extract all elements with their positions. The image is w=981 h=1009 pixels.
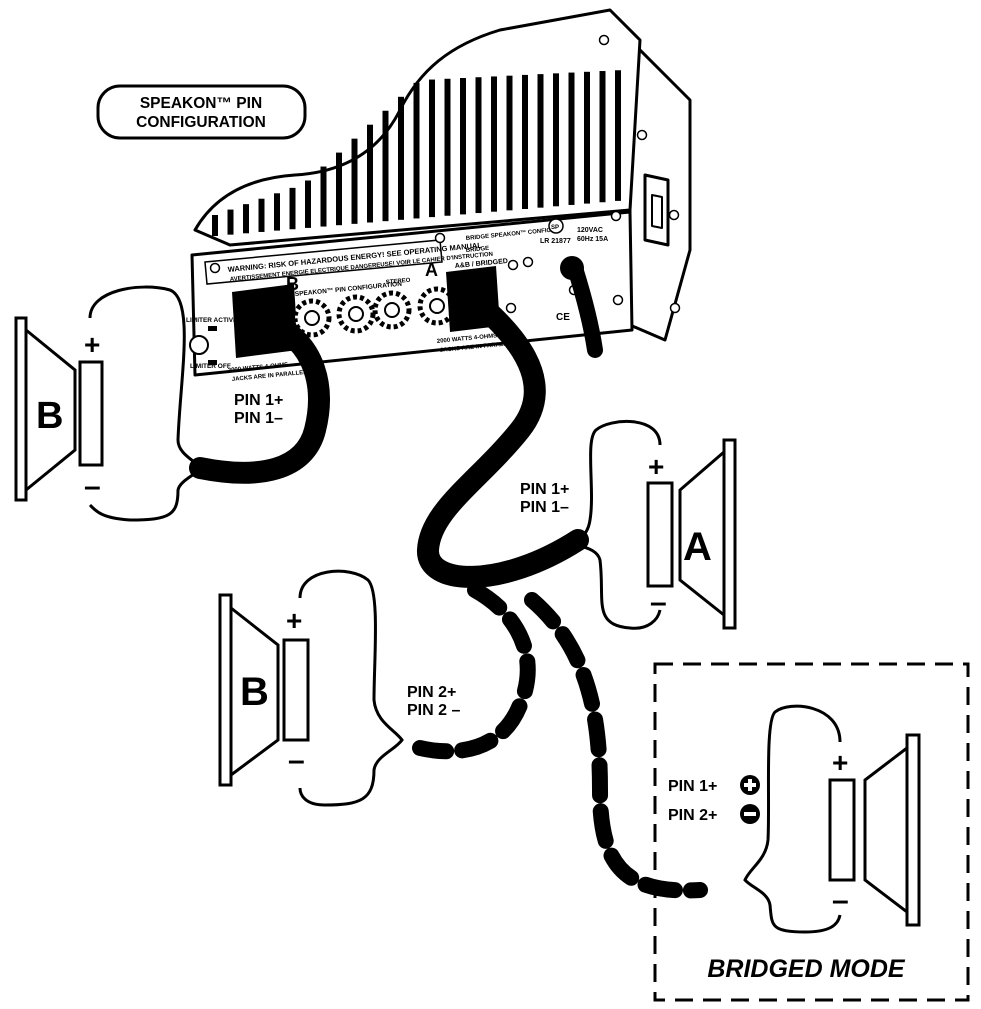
speaker-b-top-letter: B <box>36 395 63 437</box>
ventilation-slats <box>212 70 621 236</box>
vent-slat <box>243 204 249 234</box>
pin-label-b-bottom-1: PIN 2+ <box>407 684 456 701</box>
frequency-label: 60Hz 15A <box>577 236 608 243</box>
binding-post-cap <box>384 302 400 318</box>
binding-post-cap <box>304 310 320 326</box>
speakon-callout: SPEAKON™ PIN CONFIGURATION <box>96 84 307 140</box>
bridged-mode-box: BRIDGED MODE <box>653 662 970 1002</box>
cert-label: LR 21877 <box>540 238 571 245</box>
cable-b-bottom-dashed <box>412 582 536 760</box>
vent-slat <box>522 74 528 210</box>
vent-slat <box>212 215 218 236</box>
vent-slat <box>351 138 358 224</box>
stereo-label: STEREO <box>386 278 411 286</box>
cable-bridged-main <box>417 289 589 588</box>
vent-slat <box>584 71 590 204</box>
vent-slat <box>413 82 420 219</box>
channel-a-letter: A <box>425 260 438 280</box>
pin-label-a-2: PIN 1– <box>520 499 569 516</box>
pin-label-b-top-2: PIN 1– <box>234 410 283 427</box>
speaker-b-top: B + – <box>14 285 202 522</box>
minus-circle-icon <box>740 804 760 824</box>
binding-posts <box>292 286 457 338</box>
speaker-b-top-minus: – <box>84 470 101 503</box>
vent-slat <box>475 77 482 214</box>
power-rating-left: 2000 WATTS 4-OHMS <box>228 362 289 374</box>
speaker-b-bottom-plus: + <box>286 605 302 636</box>
voltage-label: 120VAC <box>577 227 603 234</box>
speaker-b-top-plus: + <box>84 329 100 360</box>
vent-slat <box>227 209 234 235</box>
bridge-label: BRIDGE <box>466 246 490 254</box>
speaker-b-bottom-minus: – <box>288 744 305 777</box>
limiter-off-label: LIMITER OFF <box>190 363 231 370</box>
vent-slat <box>553 73 559 207</box>
vent-slat <box>258 198 265 232</box>
plus-circle-icon <box>740 775 760 795</box>
vent-slat <box>382 110 389 222</box>
speaker-a-plus: + <box>648 451 664 482</box>
speaker-a-letter: A <box>683 525 712 569</box>
vent-slat <box>305 180 311 228</box>
vent-slat <box>599 71 606 203</box>
pin-label-bridged-2: PIN 2+ <box>668 807 717 824</box>
cables <box>189 289 708 899</box>
binding-post-cap <box>348 306 364 322</box>
vent-slat <box>367 124 373 223</box>
speaker-bridged: + – <box>743 704 921 934</box>
pin-labels: PIN 1+ PIN 1– PIN 1+ PIN 1– PIN 2+ PIN 2… <box>234 392 760 824</box>
vent-slat <box>289 187 296 230</box>
limiter-active-label: LIMITER ACTIVE <box>186 317 238 324</box>
pin-label-b-top-1: PIN 1+ <box>234 392 283 409</box>
pin-label-b-bottom-2: PIN 2 – <box>407 702 460 719</box>
vent-slat <box>568 72 575 205</box>
speaker-a-minus: – <box>650 586 667 619</box>
speaker-b-bottom: B + – <box>218 569 404 807</box>
pin-label-a-1: PIN 1+ <box>520 481 569 498</box>
vent-slat <box>444 78 451 216</box>
speaker-bridged-plus: + <box>832 747 848 778</box>
cable-b-top <box>189 311 330 484</box>
vent-slat <box>320 166 327 227</box>
cable-bridged-dashed <box>524 592 708 899</box>
vent-slat <box>274 193 280 231</box>
csa-logo <box>548 218 564 234</box>
pin-label-bridged-1: PIN 1+ <box>668 778 717 795</box>
svg-text:SP: SP <box>551 225 559 231</box>
vent-slat <box>336 152 342 226</box>
vent-slat <box>460 78 466 215</box>
vent-slat <box>398 96 404 220</box>
vent-slat <box>491 76 497 212</box>
vent-slat <box>506 75 513 211</box>
limiter-led <box>189 335 209 355</box>
callout-line-2: CONFIGURATION <box>136 114 266 131</box>
power-rating-right: 2000 WATTS 4-OHMS <box>437 333 498 345</box>
bridged-mode-title: BRIDGED MODE <box>707 955 906 983</box>
vent-slat <box>615 70 621 201</box>
speaker-a: A + – <box>573 419 737 630</box>
speaker-b-bottom-letter: B <box>240 670 269 714</box>
speaker-bridged-minus: – <box>832 884 849 917</box>
callout-line-1: SPEAKON™ PIN <box>140 95 262 112</box>
ce-mark: CE <box>556 312 570 323</box>
binding-post-cap <box>429 298 445 314</box>
vent-slat <box>429 79 435 218</box>
vent-slat <box>537 74 544 208</box>
